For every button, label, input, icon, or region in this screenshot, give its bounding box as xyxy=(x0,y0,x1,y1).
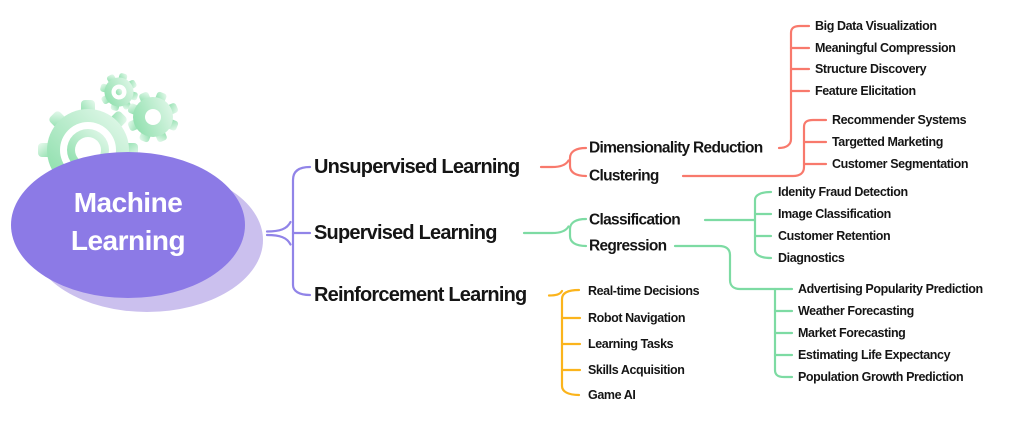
node-weather-forecasting[interactable]: Weather Forecasting xyxy=(798,303,914,318)
node-feature-elicitation[interactable]: Feature Elicitation xyxy=(815,83,916,98)
node-image-classification[interactable]: Image Classification xyxy=(778,206,891,221)
node-supervised-learning[interactable]: Supervised Learning xyxy=(314,222,497,244)
root-brace xyxy=(265,165,312,297)
node-robot-navigation[interactable]: Robot Navigation xyxy=(588,310,686,325)
connector-reinforcement-stem xyxy=(547,289,564,297)
bracket-classification-leaves xyxy=(753,190,773,260)
node-population-growth-prediction[interactable]: Population Growth Prediction xyxy=(798,369,964,384)
node-unsupervised-learning[interactable]: Unsupervised Learning xyxy=(314,156,520,178)
supervised-connectors xyxy=(522,190,794,379)
root-label-line1: Machine xyxy=(73,187,183,218)
node-meaningful-compression[interactable]: Meaningful Compression xyxy=(815,40,956,55)
node-estimating-life-expectancy[interactable]: Estimating Life Expectancy xyxy=(798,347,951,362)
connector-unsupervised-fork xyxy=(568,146,588,178)
node-recommender-systems[interactable]: Recommender Systems xyxy=(832,112,967,127)
gear-medium-icon xyxy=(127,91,179,143)
connector-unsupervised-stem xyxy=(539,159,570,169)
root-brace-tip-upper xyxy=(265,220,292,233)
root-node-label[interactable]: Machine Learning xyxy=(30,184,226,260)
node-skills-acquisition[interactable]: Skills Acquisition xyxy=(588,362,685,377)
node-regression[interactable]: Regression xyxy=(589,237,667,255)
root-brace-tip-lower xyxy=(265,233,292,246)
connector-supervised-fork xyxy=(568,217,588,248)
gear-small-icon xyxy=(100,73,138,111)
root-node-ellipse[interactable] xyxy=(11,152,245,298)
node-real-time-decisions[interactable]: Real-time Decisions xyxy=(588,283,700,298)
node-classification[interactable]: Classification xyxy=(589,211,681,229)
node-market-forecasting[interactable]: Market Forecasting xyxy=(798,325,906,340)
node-idenity-fraud-detection[interactable]: Idenity Fraud Detection xyxy=(778,184,908,199)
node-reinforcement-learning[interactable]: Reinforcement Learning xyxy=(314,284,527,306)
root-label-line2: Learning xyxy=(70,225,186,256)
connector-dimensionality-reduction xyxy=(777,24,811,150)
node-structure-discovery[interactable]: Structure Discovery xyxy=(815,61,927,76)
unsupervised-connectors xyxy=(539,24,828,178)
connector-clustering xyxy=(681,118,828,178)
node-customer-segmentation[interactable]: Customer Segmentation xyxy=(832,156,969,171)
node-game-ai[interactable]: Game AI xyxy=(588,387,636,402)
connector-supervised-stem xyxy=(522,225,570,235)
bracket-regression-leaves xyxy=(773,287,794,379)
node-targetted-marketing[interactable]: Targetted Marketing xyxy=(832,134,943,149)
node-customer-retention[interactable]: Customer Retention xyxy=(778,228,891,243)
node-big-data-visualization[interactable]: Big Data Visualization xyxy=(815,18,937,33)
reinforcement-connectors xyxy=(547,288,582,397)
node-learning-tasks[interactable]: Learning Tasks xyxy=(588,336,674,351)
node-dimensionality-reduction[interactable]: Dimensionality Reduction xyxy=(589,139,763,157)
node-clustering[interactable]: Clustering xyxy=(589,167,659,185)
root-brace-spine xyxy=(291,165,312,297)
bracket-reinforcement-leaves xyxy=(560,288,581,397)
node-advertising-popularity-prediction[interactable]: Advertising Popularity Prediction xyxy=(798,281,983,296)
connector-regression xyxy=(673,244,794,291)
node-diagnostics[interactable]: Diagnostics xyxy=(778,250,845,265)
